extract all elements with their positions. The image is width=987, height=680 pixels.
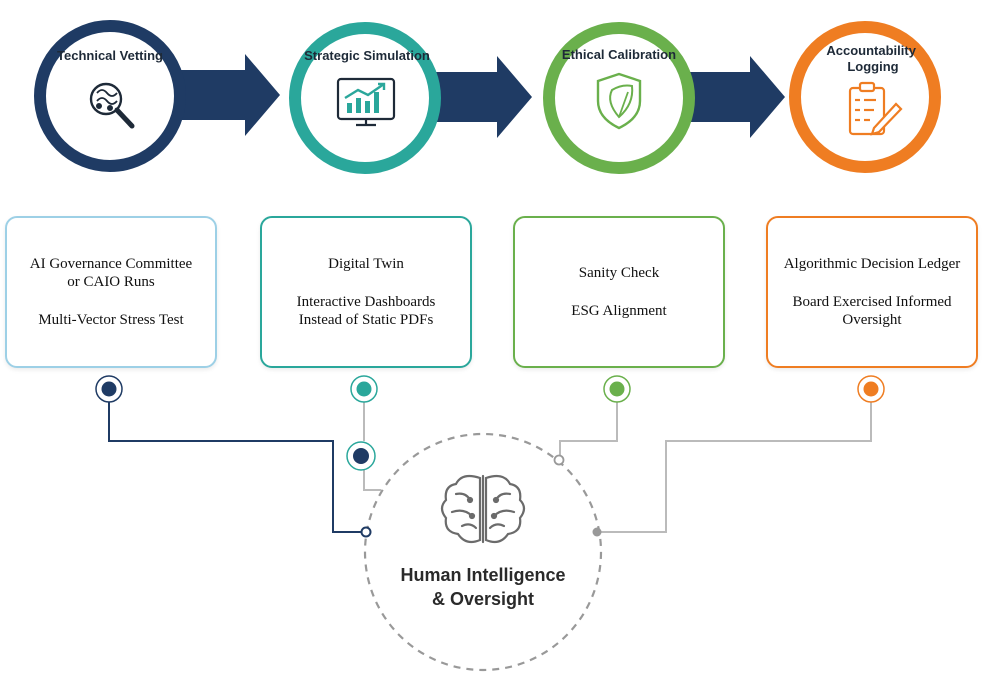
connector-dot-mid <box>346 441 376 471</box>
magnifier-chip-icon <box>89 82 135 129</box>
box-line-2: Board Exercised Informed Oversight <box>792 294 952 328</box>
center-dashed-circle <box>363 432 603 672</box>
stage-title-line: Logging <box>847 59 898 74</box>
stage-title: Strategic Simulation <box>304 48 430 63</box>
connector-line-2b <box>363 470 381 491</box>
stage-title-line: Ethical Calibration <box>562 47 676 62</box>
connector-dot-2 <box>350 375 378 403</box>
clipboard-pencil-icon <box>848 81 903 136</box>
junction-dot-left <box>360 526 372 538</box>
description-box-technical-vetting: AI Governance Committee or CAIO Runs Mul… <box>5 216 217 368</box>
arrow-1 <box>180 54 280 136</box>
description-box-accountability-logging: Algorithmic Decision Ledger Board Exerci… <box>766 216 978 368</box>
brain-icon <box>440 474 526 544</box>
monitor-chart-icon <box>336 77 396 127</box>
stage-title: Ethical Calibration <box>562 47 676 62</box>
connector-lines <box>108 400 872 533</box>
box-line-1: AI Governance Committee or CAIO Runs <box>29 256 193 290</box>
box-line-2: ESG Alignment <box>571 303 667 319</box>
stage-circle-ethical-calibration: Ethical Calibration <box>543 22 695 174</box>
flow-arrows <box>180 54 785 138</box>
stage-circle-accountability-logging: Accountability Logging <box>789 21 941 173</box>
center-title: Human Intelligence & Oversight <box>400 565 566 609</box>
box-line-1: Algorithmic Decision Ledger <box>783 256 961 272</box>
junction-dot-top <box>553 454 565 466</box>
connector-dot-3 <box>603 375 631 403</box>
arrow-2 <box>432 56 532 138</box>
connector-line-4 <box>597 402 872 533</box>
arrow-3 <box>685 56 785 138</box>
stage-title: Accountability Logging <box>826 43 919 74</box>
stage-title-line: Accountability <box>826 43 916 58</box>
box-line-2: Multi-Vector Stress Test <box>38 312 184 328</box>
junction-dot-right <box>592 527 602 537</box>
stage-circle-strategic-simulation: Strategic Simulation <box>289 22 441 174</box>
description-box-ethical-calibration: Sanity Check ESG Alignment <box>513 216 725 368</box>
shield-leaf-icon <box>596 72 642 130</box>
connector-line-1 <box>108 400 366 533</box>
stage-title-line: Technical Vetting <box>57 48 163 63</box>
description-box-strategic-simulation: Digital Twin Interactive Dashboards Inst… <box>260 216 472 368</box>
connector-dot-4 <box>857 375 885 403</box>
stage-circle-technical-vetting: Technical Vetting <box>34 20 186 172</box>
box-line-1: Sanity Check <box>578 265 660 281</box>
connector-dots <box>95 375 885 538</box>
connector-line-3 <box>559 402 618 460</box>
connector-dot-1 <box>95 375 123 403</box>
box-line-1: Digital Twin <box>328 256 404 272</box>
stage-title: Technical Vetting <box>57 48 163 63</box>
box-line-2: Interactive Dashboards Instead of Static… <box>296 294 436 328</box>
stage-title-line: Strategic Simulation <box>304 48 430 63</box>
